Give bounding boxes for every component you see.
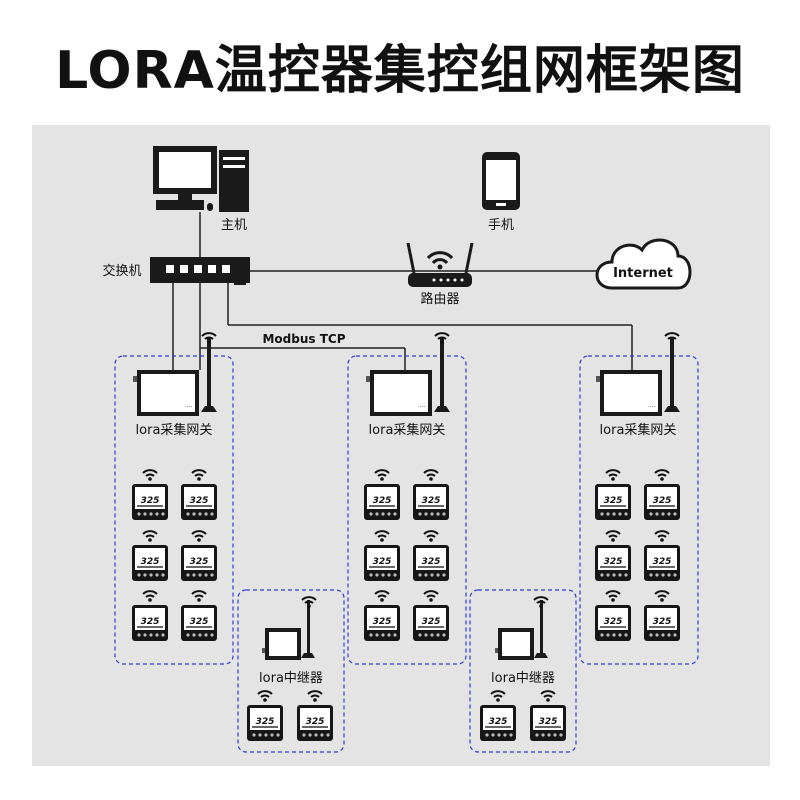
thermostat-icon [413, 484, 449, 520]
thermostat-icon [530, 705, 566, 741]
router-label: 路由器 [420, 291, 459, 307]
switch-label: 交换机 [102, 263, 141, 279]
thermostat-icon [644, 605, 680, 641]
gateway-1: lora采集网关 [133, 332, 217, 438]
router-icon [406, 242, 474, 287]
page-title: LORA温控器集控组网框架图 [55, 41, 745, 101]
thermostat-icon [181, 545, 217, 581]
thermostat-icon [181, 484, 217, 520]
thermostat-icon [413, 605, 449, 641]
thermostat-icon [132, 605, 168, 641]
thermostat-icon [644, 545, 680, 581]
repeater-label: lora中继器 [491, 671, 555, 686]
thermostat-icon [595, 484, 631, 520]
host-computer-icon [153, 146, 249, 212]
thermostat-icon [364, 545, 400, 581]
gateway-3: lora采集网关 [596, 332, 680, 438]
phone-icon [482, 152, 520, 210]
thermostat-icon [644, 484, 680, 520]
host-label: 主机 [221, 218, 247, 233]
gateway-label: lora采集网关 [600, 422, 677, 438]
thermostat-icon [247, 705, 283, 741]
repeater-label: lora中继器 [259, 671, 323, 686]
thermostat-icon [595, 605, 631, 641]
group-boxes [114, 355, 699, 753]
thermostat-icon [181, 605, 217, 641]
repeater-1: lora中继器 [259, 596, 323, 686]
thermostat-icon [132, 484, 168, 520]
repeater-2: lora中继器 [491, 596, 555, 686]
thermostat-icon [595, 545, 631, 581]
thermostat-icon [297, 705, 333, 741]
switch-icon [150, 257, 250, 285]
gateway-2: lora采集网关 [366, 332, 450, 438]
diagram-background [32, 125, 770, 766]
gateway-label: lora采集网关 [136, 422, 213, 438]
thermostat-icon [364, 484, 400, 520]
network-diagram: 325 .... [32, 125, 770, 766]
thermostat-icon [132, 545, 168, 581]
thermostat-icon [413, 545, 449, 581]
internet-cloud-icon [595, 238, 692, 290]
thermostat-icon [480, 705, 516, 741]
phone-label: 手机 [488, 218, 514, 233]
thermostat-icon [364, 605, 400, 641]
modbus-label: Modbus TCP [262, 332, 345, 346]
internet-label: Internet [613, 266, 673, 281]
connection-lines [172, 212, 633, 370]
gateway-label: lora采集网关 [369, 422, 446, 438]
